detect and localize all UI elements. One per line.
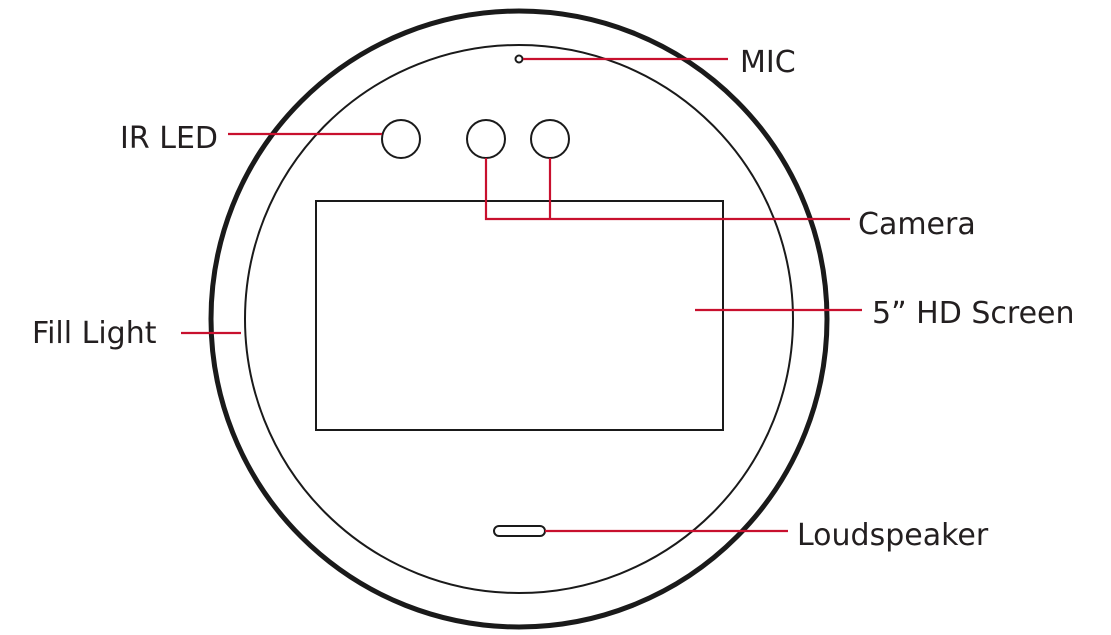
hd-screen [315, 200, 724, 431]
loudspeaker-label: Loudspeaker [797, 518, 989, 553]
fill-light-label: Fill Light [32, 316, 157, 351]
leader-lines [181, 57, 862, 533]
camera-left [466, 119, 506, 159]
camera-right [530, 119, 570, 159]
mic-hole [514, 54, 524, 64]
camera-leader [484, 158, 850, 221]
device-outer-ring [208, 8, 830, 630]
ir-led-label: IR LED [120, 121, 218, 156]
ir-led [381, 119, 421, 159]
screen-label: 5” HD Screen [872, 296, 1075, 331]
loudspeaker-grille [493, 525, 546, 537]
mic-label: MIC [740, 45, 796, 80]
device-inner-ring [244, 44, 794, 594]
camera-label: Camera [858, 207, 976, 242]
